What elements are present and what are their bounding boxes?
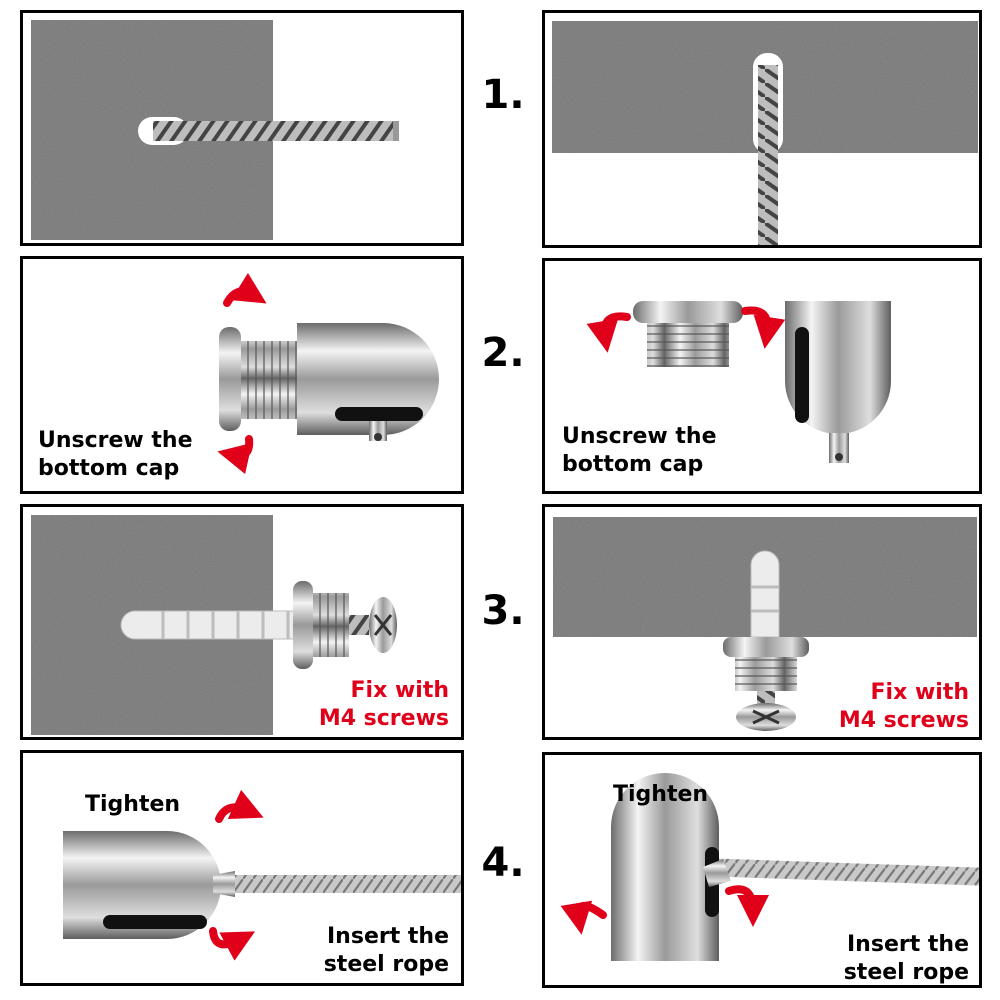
step4-right-insert-caption: Insert the steel rope xyxy=(843,932,969,985)
step3-left-caption: Fix with M4 screws xyxy=(318,678,449,731)
step4-right-tighten-label: Tighten xyxy=(613,782,709,807)
steel-rope xyxy=(714,858,979,886)
wall-plug xyxy=(120,610,314,640)
drill-into-ceiling-illustration xyxy=(552,21,978,245)
fix-base-vertical-illustration xyxy=(553,517,977,731)
step-number-1: 1. xyxy=(481,72,525,118)
rope-ferrule xyxy=(703,859,731,887)
step1-horizontal-panel xyxy=(20,10,464,246)
step2-right-caption: Unscrew the bottom cap xyxy=(562,424,717,477)
step2-left-caption: Unscrew the bottom cap xyxy=(38,428,193,481)
step3-right-caption: Fix with M4 screws xyxy=(838,680,969,733)
cap-body xyxy=(611,773,719,961)
insert-rope-vertical-illustration xyxy=(560,773,979,961)
rotate-arrow-bottom xyxy=(217,435,254,475)
step-number-4: 4. xyxy=(481,840,525,886)
step-number-2: 2. xyxy=(481,330,525,376)
step3-vertical-panel: Fix with M4 screws xyxy=(542,504,982,740)
unscrew-cap-vertical-illustration xyxy=(586,301,891,463)
drill-bit xyxy=(153,121,393,141)
rotate-arrow-top xyxy=(223,272,267,307)
drill-into-wall-illustration xyxy=(31,20,399,240)
unscrew-cap-horizontal-illustration xyxy=(217,272,439,475)
step4-vertical-panel: Tighten Insert the steel rope xyxy=(542,752,982,988)
cap-body xyxy=(63,831,221,939)
rotate-arrow-left xyxy=(560,900,607,935)
cap-body xyxy=(785,301,891,434)
bottom-cap-flange xyxy=(219,327,241,431)
base-thread xyxy=(735,657,797,691)
step3-horizontal-panel: Fix with M4 screws xyxy=(20,504,464,740)
wall-plug xyxy=(750,550,780,638)
steel-rope xyxy=(228,875,461,893)
bottom-cap-flange xyxy=(633,301,743,323)
set-screw xyxy=(829,433,849,463)
rotate-arrow-top xyxy=(215,789,264,823)
rotate-arrow-right xyxy=(741,306,786,349)
base-flange xyxy=(723,637,809,657)
step4-left-tighten-label: Tighten xyxy=(85,792,181,817)
set-screw xyxy=(369,421,387,441)
step2-horizontal-panel: Unscrew the bottom cap xyxy=(20,256,464,494)
base-flange xyxy=(293,581,313,669)
step2-vertical-panel: Unscrew the bottom cap xyxy=(542,258,982,494)
fix-base-horizontal-illustration xyxy=(31,515,397,735)
rope-ferrule xyxy=(213,871,235,897)
insert-rope-horizontal-illustration xyxy=(63,789,461,961)
base-thread xyxy=(313,593,349,657)
rotate-arrow-left xyxy=(586,312,631,353)
bottom-cap-thread xyxy=(647,323,729,367)
rotate-arrow-right xyxy=(725,885,769,927)
step1-vertical-panel xyxy=(542,10,982,248)
step4-left-insert-caption: Insert the steel rope xyxy=(323,924,449,977)
step-number-3: 3. xyxy=(481,588,525,634)
bottom-cap-thread xyxy=(241,341,297,419)
step4-horizontal-panel: Tighten Insert the steel rope xyxy=(20,750,464,986)
rotate-arrow-bottom xyxy=(209,927,256,961)
drill-bit xyxy=(758,65,778,245)
